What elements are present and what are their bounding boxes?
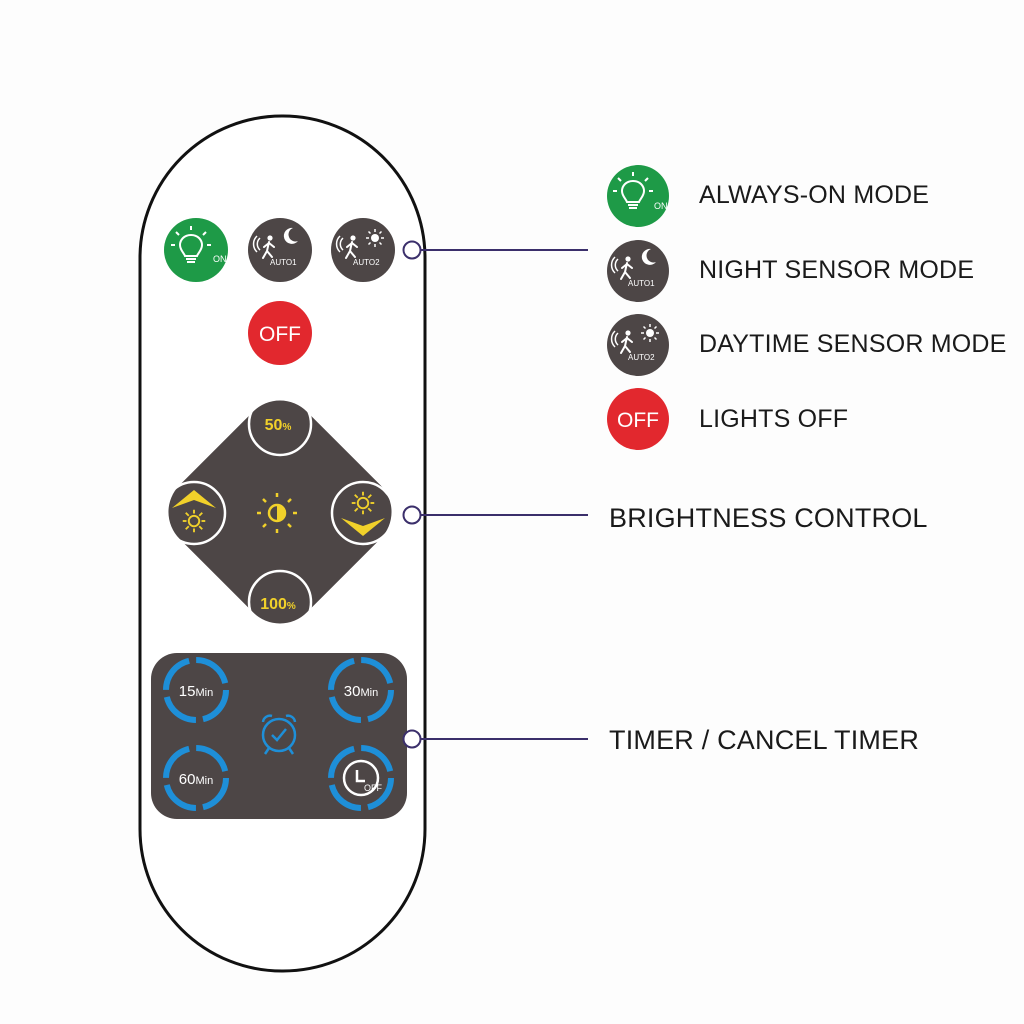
- timer-off-label: OFF: [364, 783, 382, 793]
- brightness-center-icon: [257, 493, 297, 533]
- callout-brightness: [402, 505, 588, 525]
- timer-15-value: 15: [179, 683, 196, 700]
- brightness-up-button[interactable]: [161, 480, 227, 546]
- arrow-down-icon: [341, 518, 385, 536]
- legend-auto2-label: AUTO2: [628, 353, 655, 362]
- arrow-up-icon: [172, 490, 216, 508]
- brightness-50-value: 50: [265, 417, 283, 434]
- clock-icon: [355, 770, 365, 783]
- auto1-button[interactable]: AUTO1: [248, 218, 312, 282]
- legend-always-on-icon: ON: [607, 165, 669, 227]
- legend-day-sensor-icon: AUTO2: [607, 314, 669, 376]
- svg-text:50%: 50%: [265, 417, 292, 434]
- timer-off-button[interactable]: OFF: [331, 748, 391, 808]
- off-label: OFF: [259, 323, 301, 346]
- svg-text:15Min: 15Min: [179, 683, 213, 700]
- legend-day-sensor: DAYTIME SENSOR MODE: [699, 330, 1007, 358]
- auto2-label: AUTO2: [353, 258, 380, 267]
- off-button[interactable]: OFF: [248, 301, 312, 365]
- always-on-button[interactable]: ON: [164, 218, 228, 282]
- timer-unit: Min: [195, 687, 213, 699]
- timer-60-value: 60: [179, 771, 196, 788]
- brightness-50-button[interactable]: 50%: [247, 391, 313, 457]
- auto1-label: AUTO1: [270, 258, 297, 267]
- svg-text:30Min: 30Min: [344, 683, 378, 700]
- callout-timer: [402, 729, 588, 749]
- legend-night-sensor-icon: AUTO1: [607, 240, 669, 302]
- timer-30-value: 30: [344, 683, 361, 700]
- brightness-100-value: 100: [260, 596, 287, 613]
- sun-icon: [365, 228, 385, 248]
- svg-text:100%: 100%: [260, 596, 296, 613]
- timer-60-button[interactable]: 60Min: [166, 748, 226, 808]
- brightness-100-button[interactable]: 100%: [247, 569, 313, 635]
- brightness-control-label: BRIGHTNESS CONTROL: [609, 503, 928, 533]
- timer-15-button[interactable]: 15Min: [166, 660, 226, 720]
- auto2-button[interactable]: AUTO2: [331, 218, 395, 282]
- brightness-down-button[interactable]: [330, 480, 396, 546]
- legend-off-label: OFF: [617, 409, 659, 432]
- timer-unit: Min: [360, 687, 378, 699]
- legend-always-on: ALWAYS-ON MODE: [699, 181, 930, 209]
- callout-modes: [402, 240, 588, 260]
- percent-sign: %: [282, 422, 291, 433]
- on-label: ON: [213, 254, 227, 264]
- legend-off-icon: OFF: [607, 388, 669, 450]
- legend-on-label: ON: [654, 201, 668, 211]
- alarm-clock-icon: [261, 714, 297, 755]
- timer-unit: Min: [195, 775, 213, 787]
- legend-night-sensor: NIGHT SENSOR MODE: [699, 256, 975, 284]
- timer-label: TIMER / CANCEL TIMER: [609, 725, 920, 755]
- svg-text:60Min: 60Min: [179, 771, 213, 788]
- legend-lights-off: LIGHTS OFF: [699, 405, 849, 433]
- percent-sign: %: [287, 601, 296, 612]
- legend-auto1-label: AUTO1: [628, 279, 655, 288]
- timer-30-button[interactable]: 30Min: [331, 660, 391, 720]
